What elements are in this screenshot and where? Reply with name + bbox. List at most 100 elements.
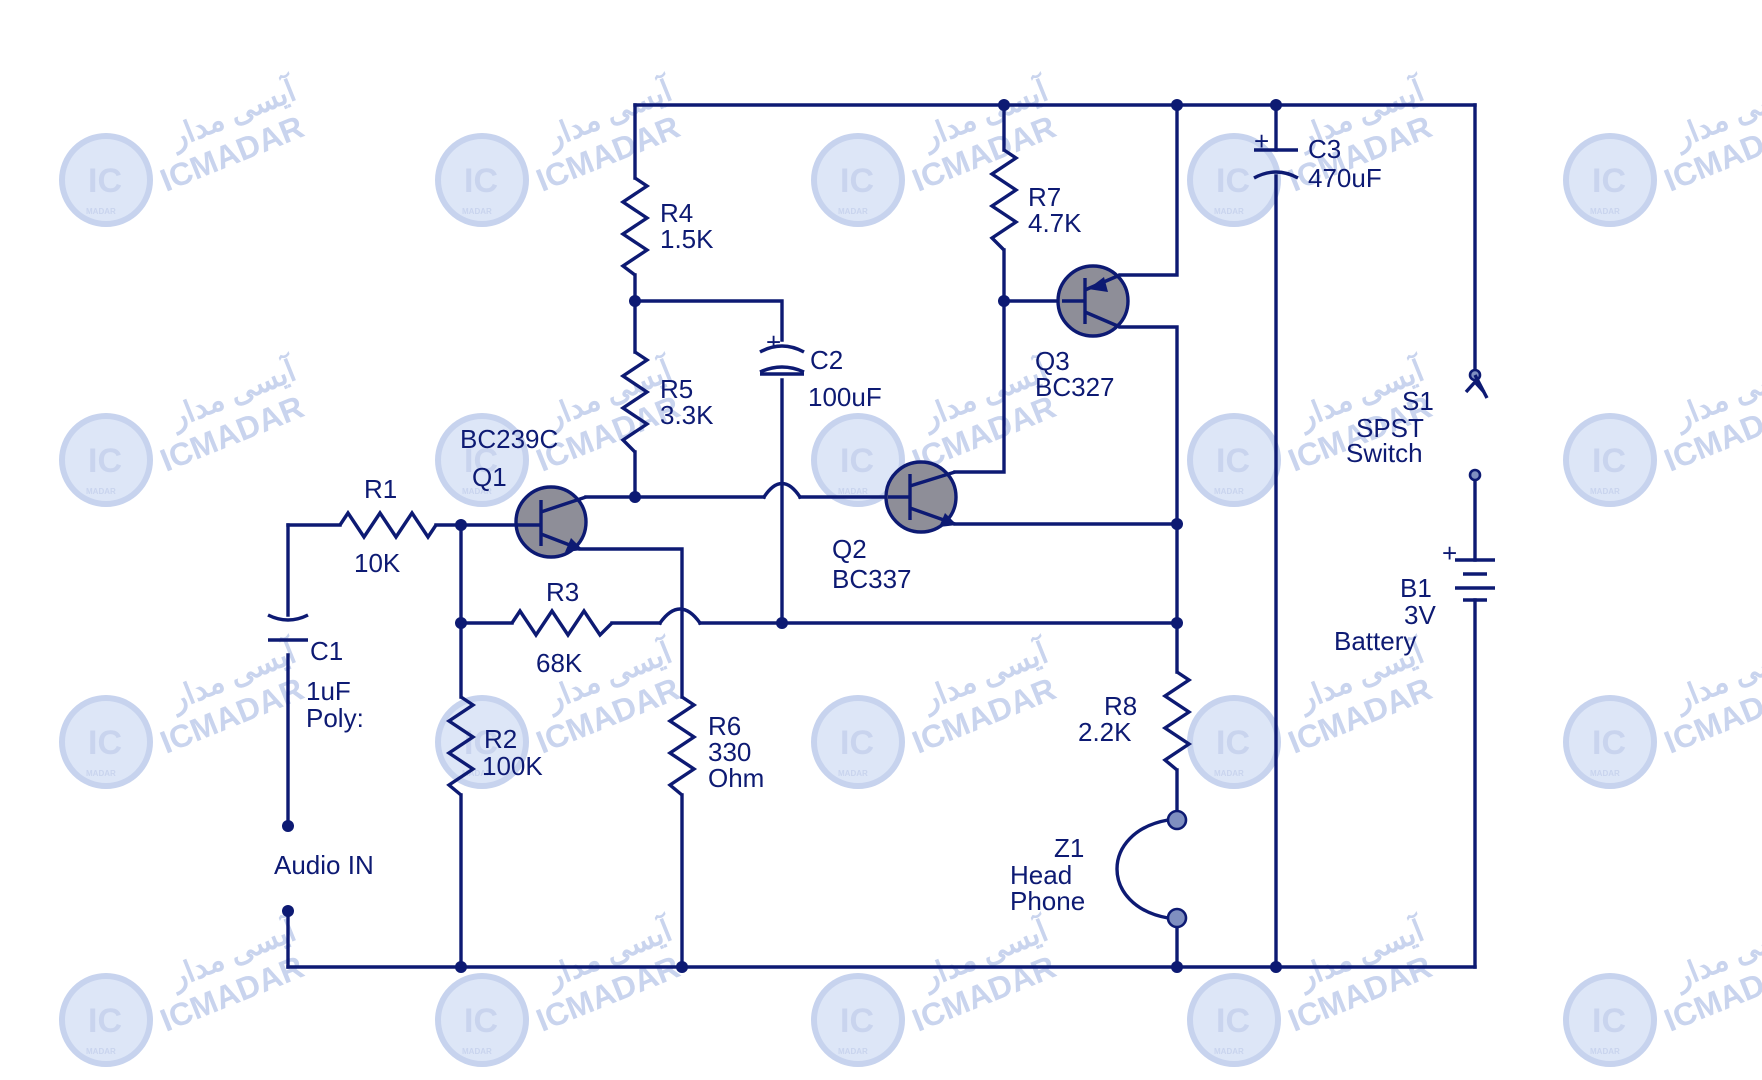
labels: R4 1.5K R5 3.3K R7 4.7K + C2 100uF + C3 … [274, 126, 1457, 916]
c3-ref-label: C3 [1308, 134, 1341, 164]
watermark-logo-subtext: MADAR [86, 769, 116, 778]
watermark-logo-subtext: MADAR [1214, 207, 1244, 216]
watermark-icmadar: IC MADAR ICMADAR آیسی مدار [59, 910, 309, 1067]
r7-value-label: 4.7K [1028, 208, 1082, 238]
watermark-logo-text: IC [840, 162, 874, 200]
q2-part-label: BC337 [832, 564, 912, 594]
watermark-logo-subtext: MADAR [462, 487, 492, 496]
b1-polarity-label: + [1442, 538, 1457, 568]
watermark-icmadar: IC MADAR ICMADAR آیسی مدار [59, 632, 309, 789]
watermark-logo-subtext: MADAR [838, 1047, 868, 1056]
resistor-r4 [619, 176, 651, 277]
r8-value-label: 2.2K [1078, 717, 1132, 747]
r1-ref-label: R1 [364, 474, 397, 504]
watermark-icmadar: IC MADAR ICMADAR آیسی مدار [811, 910, 1061, 1067]
s1-type-line2-label: Switch [1346, 438, 1423, 468]
watermark-logo-subtext: MADAR [838, 207, 868, 216]
watermark-icmadar: IC MADAR ICMADAR آیسی مدار [435, 70, 685, 227]
watermark-logo-text: IC [1216, 442, 1250, 480]
b1-type-label: Battery [1334, 626, 1416, 656]
watermark-logo-text: IC [840, 1002, 874, 1040]
watermark-logo-subtext: MADAR [1590, 487, 1620, 496]
headphone-z1 [1115, 809, 1188, 929]
transistor-q3 [1056, 264, 1130, 338]
audio-in-terminal-top [282, 820, 294, 832]
watermark-logo-subtext: MADAR [86, 487, 116, 496]
transistor-q2 [884, 460, 958, 534]
watermark-logo-text: IC [840, 442, 874, 480]
watermark-icmadar: IC MADAR ICMADAR آیسی مدار [1187, 910, 1437, 1067]
watermark-logo-text: IC [464, 162, 498, 200]
q2-ref-label: Q2 [832, 534, 867, 564]
transistor-q1 [514, 485, 588, 559]
r4-ref-label: R4 [660, 198, 693, 228]
z1-type-line1-label: Head [1010, 860, 1072, 890]
resistor-r3 [510, 607, 614, 639]
c3-value-label: 470uF [1308, 163, 1382, 193]
z1-type-line2-label: Phone [1010, 886, 1085, 916]
r6-ref-label: R6 [708, 711, 741, 741]
resistor-r2 [445, 695, 477, 797]
watermark-icmadar: IC MADAR ICMADAR آیسی مدار [811, 632, 1061, 789]
watermark-icmadar: IC MADAR ICMADAR آیسی مدار [1563, 350, 1762, 507]
b1-ref-label: B1 [1400, 573, 1432, 603]
s1-ref-label: S1 [1402, 386, 1434, 416]
watermark-logo-subtext: MADAR [462, 207, 492, 216]
watermark-logo-text: IC [1592, 1002, 1626, 1040]
resistor-r6 [666, 695, 698, 797]
watermark-icmadar: IC MADAR ICMADAR آیسی مدار [1563, 70, 1762, 227]
z1-ref-label: Z1 [1054, 833, 1084, 863]
watermark-logo-subtext: MADAR [86, 1047, 116, 1056]
watermark-logo-text: IC [88, 1002, 122, 1040]
watermark-logo-text: IC [464, 1002, 498, 1040]
watermark-logo-subtext: MADAR [1590, 1047, 1620, 1056]
watermark-logo-subtext: MADAR [86, 207, 116, 216]
watermark-logo-subtext: MADAR [462, 1047, 492, 1056]
watermark-logo-text: IC [88, 724, 122, 762]
r3-ref-label: R3 [546, 577, 579, 607]
r4-value-label: 1.5K [660, 224, 714, 254]
watermark-icmadar: IC MADAR ICMADAR آیسی مدار [435, 910, 685, 1067]
r2-value-label: 100K [482, 751, 543, 781]
watermark-logo-text: IC [840, 724, 874, 762]
r1-value-label: 10K [354, 548, 401, 578]
watermark-logo-text: IC [1216, 162, 1250, 200]
r5-value-label: 3.3K [660, 400, 714, 430]
watermark-logo-subtext: MADAR [462, 769, 492, 778]
battery-b1 [1455, 558, 1495, 602]
watermark-logo-subtext: MADAR [1214, 769, 1244, 778]
resistor-r7 [988, 148, 1020, 252]
c2-value-label: 100uF [808, 382, 882, 412]
watermark-logo-subtext: MADAR [838, 769, 868, 778]
watermark-icmadar: IC MADAR ICMADAR آیسی مدار [59, 350, 309, 507]
r8-ref-label: R8 [1104, 691, 1137, 721]
r5-ref-label: R5 [660, 374, 693, 404]
watermark-layer: IC MADAR ICMADAR آیسی مدار IC MADAR ICMA… [59, 70, 1762, 1067]
watermark-icmadar: IC MADAR ICMADAR آیسی مدار [1563, 632, 1762, 789]
audio-in-label: Audio IN [274, 850, 374, 880]
watermark-logo-subtext: MADAR [1590, 769, 1620, 778]
watermark-logo-text: IC [88, 162, 122, 200]
audio-in-terminal-bottom [282, 905, 294, 917]
watermark-logo-text: IC [88, 442, 122, 480]
c3-polarity-label: + [1254, 126, 1269, 156]
watermark-logo-subtext: MADAR [1590, 207, 1620, 216]
watermark-logo-text: IC [1592, 442, 1626, 480]
resistor-r1 [338, 509, 438, 541]
r6-unit-label: Ohm [708, 763, 764, 793]
q3-ref-label: Q3 [1035, 346, 1070, 376]
watermark-logo-text: IC [464, 724, 498, 762]
r6-value-label: 330 [708, 737, 751, 767]
c2-polarity-label: + [766, 327, 781, 357]
q3-part-label: BC327 [1035, 372, 1115, 402]
junction-dots [455, 99, 1282, 973]
watermark-icmadar: IC MADAR ICMADAR آیسی مدار [811, 70, 1061, 227]
c1-ref-label: C1 [310, 636, 343, 666]
q1-ref-label: Q1 [472, 462, 507, 492]
watermark-logo-text: IC [464, 442, 498, 480]
capacitor-c3 [1253, 148, 1299, 180]
watermark-logo-subtext: MADAR [838, 487, 868, 496]
c2-ref-label: C2 [810, 345, 843, 375]
resistor-r8 [1161, 670, 1193, 772]
